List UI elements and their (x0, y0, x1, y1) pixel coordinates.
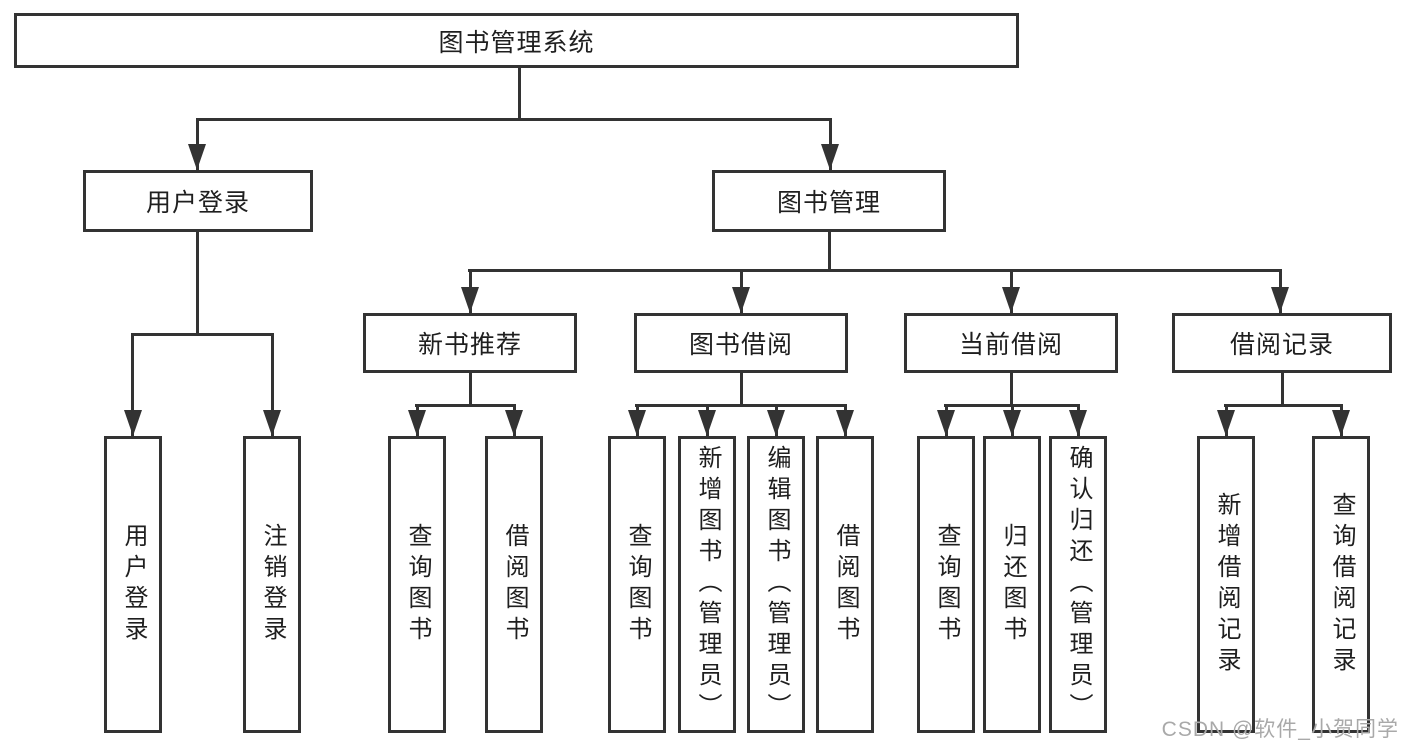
leaf-query-borrow-record: 查询借阅记录 (1312, 436, 1370, 733)
connector-current-stem (1010, 372, 1013, 405)
leaf-query-books-recommend-label: 查询图书 (404, 522, 431, 647)
leaf-edit-books-admin: 编辑图书（管理员） (747, 436, 805, 733)
arrowhead-leaf-add-record (1217, 410, 1235, 436)
node-book-management-label: 图书管理 (776, 189, 881, 217)
node-current-borrowing-label: 当前借阅 (958, 331, 1063, 359)
node-new-book-recommend-label: 新书推荐 (417, 331, 522, 359)
arrowhead-leaf-add-books (698, 410, 716, 436)
connector-recommend-rail (415, 404, 516, 407)
connector-records-rail (1224, 404, 1343, 407)
leaf-logout-label: 注销登录 (259, 522, 286, 647)
arrowhead-leaf-query-recommend (408, 410, 426, 436)
arrowhead-borrowing-records (1271, 287, 1289, 313)
leaf-borrow-books: 借阅图书 (816, 436, 874, 733)
leaf-query-books-borrow: 查询图书 (608, 436, 666, 733)
node-book-borrowing: 图书借阅 (634, 313, 848, 373)
leaf-edit-books-admin-label: 编辑图书（管理员） (763, 445, 790, 724)
node-new-book-recommend: 新书推荐 (363, 313, 577, 373)
leaf-borrow-books-recommend-label: 借阅图书 (501, 522, 528, 647)
node-user-login: 用户登录 (83, 170, 313, 232)
leaf-confirm-return-admin: 确认归还（管理员） (1049, 436, 1107, 733)
leaf-query-books-current-label: 查询图书 (933, 522, 960, 647)
leaf-user-login: 用户登录 (104, 436, 162, 733)
leaf-borrow-books-recommend: 借阅图书 (485, 436, 543, 733)
leaf-user-login-label: 用户登录 (120, 522, 147, 647)
leaf-query-books-borrow-label: 查询图书 (624, 522, 651, 647)
arrowhead-current-borrowing (1002, 287, 1020, 313)
connector-records-stem (1281, 372, 1284, 405)
leaf-query-books-recommend: 查询图书 (388, 436, 446, 733)
node-root-label: 图书管理系统 (438, 28, 595, 57)
connector-user-login-stem (196, 232, 199, 335)
connector-root-rail (196, 118, 832, 121)
leaf-add-books-admin: 新增图书（管理员） (678, 436, 736, 733)
leaf-add-borrow-record-label: 新增借阅记录 (1213, 491, 1240, 678)
arrowhead-leaf-query-record (1332, 410, 1350, 436)
connector-to-leaf-logout (271, 333, 274, 436)
connector-to-leaf-user-login (131, 333, 134, 436)
connector-borrowing-stem (740, 372, 743, 405)
node-book-management: 图书管理 (712, 170, 946, 232)
leaf-logout: 注销登录 (243, 436, 301, 733)
leaf-add-books-admin-label: 新增图书（管理员） (694, 445, 721, 724)
connector-recommend-stem (469, 372, 472, 405)
arrowhead-new-book-recommend (461, 287, 479, 313)
leaf-add-borrow-record: 新增借阅记录 (1197, 436, 1255, 733)
connector-book-mgmt-stem (828, 232, 831, 271)
arrowhead-leaf-return-books (1003, 410, 1021, 436)
leaf-return-books-label: 归还图书 (999, 522, 1026, 647)
connector-book-mgmt-rail (468, 269, 1282, 272)
arrowhead-leaf-query-borrow (628, 410, 646, 436)
arrowhead-book-mgmt (821, 144, 839, 170)
node-root: 图书管理系统 (14, 13, 1019, 68)
node-book-borrowing-label: 图书借阅 (688, 331, 793, 359)
arrowhead-leaf-edit-books (767, 410, 785, 436)
arrowhead-leaf-confirm-return (1069, 410, 1087, 436)
arrowhead-leaf-borrow-books (836, 410, 854, 436)
leaf-return-books: 归还图书 (983, 436, 1041, 733)
leaf-confirm-return-admin-label: 确认归还（管理员） (1065, 445, 1092, 724)
node-borrowing-records-label: 借阅记录 (1229, 331, 1334, 359)
leaf-query-borrow-record-label: 查询借阅记录 (1328, 491, 1355, 678)
node-current-borrowing: 当前借阅 (904, 313, 1118, 373)
node-borrowing-records: 借阅记录 (1172, 313, 1392, 373)
connector-root-stem (518, 68, 521, 119)
arrowhead-leaf-borrow-recommend (505, 410, 523, 436)
connector-user-login-rail (131, 333, 274, 336)
connector-borrowing-rail (635, 404, 847, 407)
leaf-borrow-books-label: 借阅图书 (832, 522, 859, 647)
node-user-login-label: 用户登录 (145, 189, 250, 217)
arrowhead-book-borrowing (732, 287, 750, 313)
arrowhead-leaf-query-current (937, 410, 955, 436)
leaf-query-books-current: 查询图书 (917, 436, 975, 733)
arrowhead-leaf-logout (263, 410, 281, 436)
arrowhead-leaf-user-login (124, 410, 142, 436)
csdn-watermark: CSDN @软件_小贺同学 (1161, 718, 1399, 741)
arrowhead-user-login (188, 144, 206, 170)
